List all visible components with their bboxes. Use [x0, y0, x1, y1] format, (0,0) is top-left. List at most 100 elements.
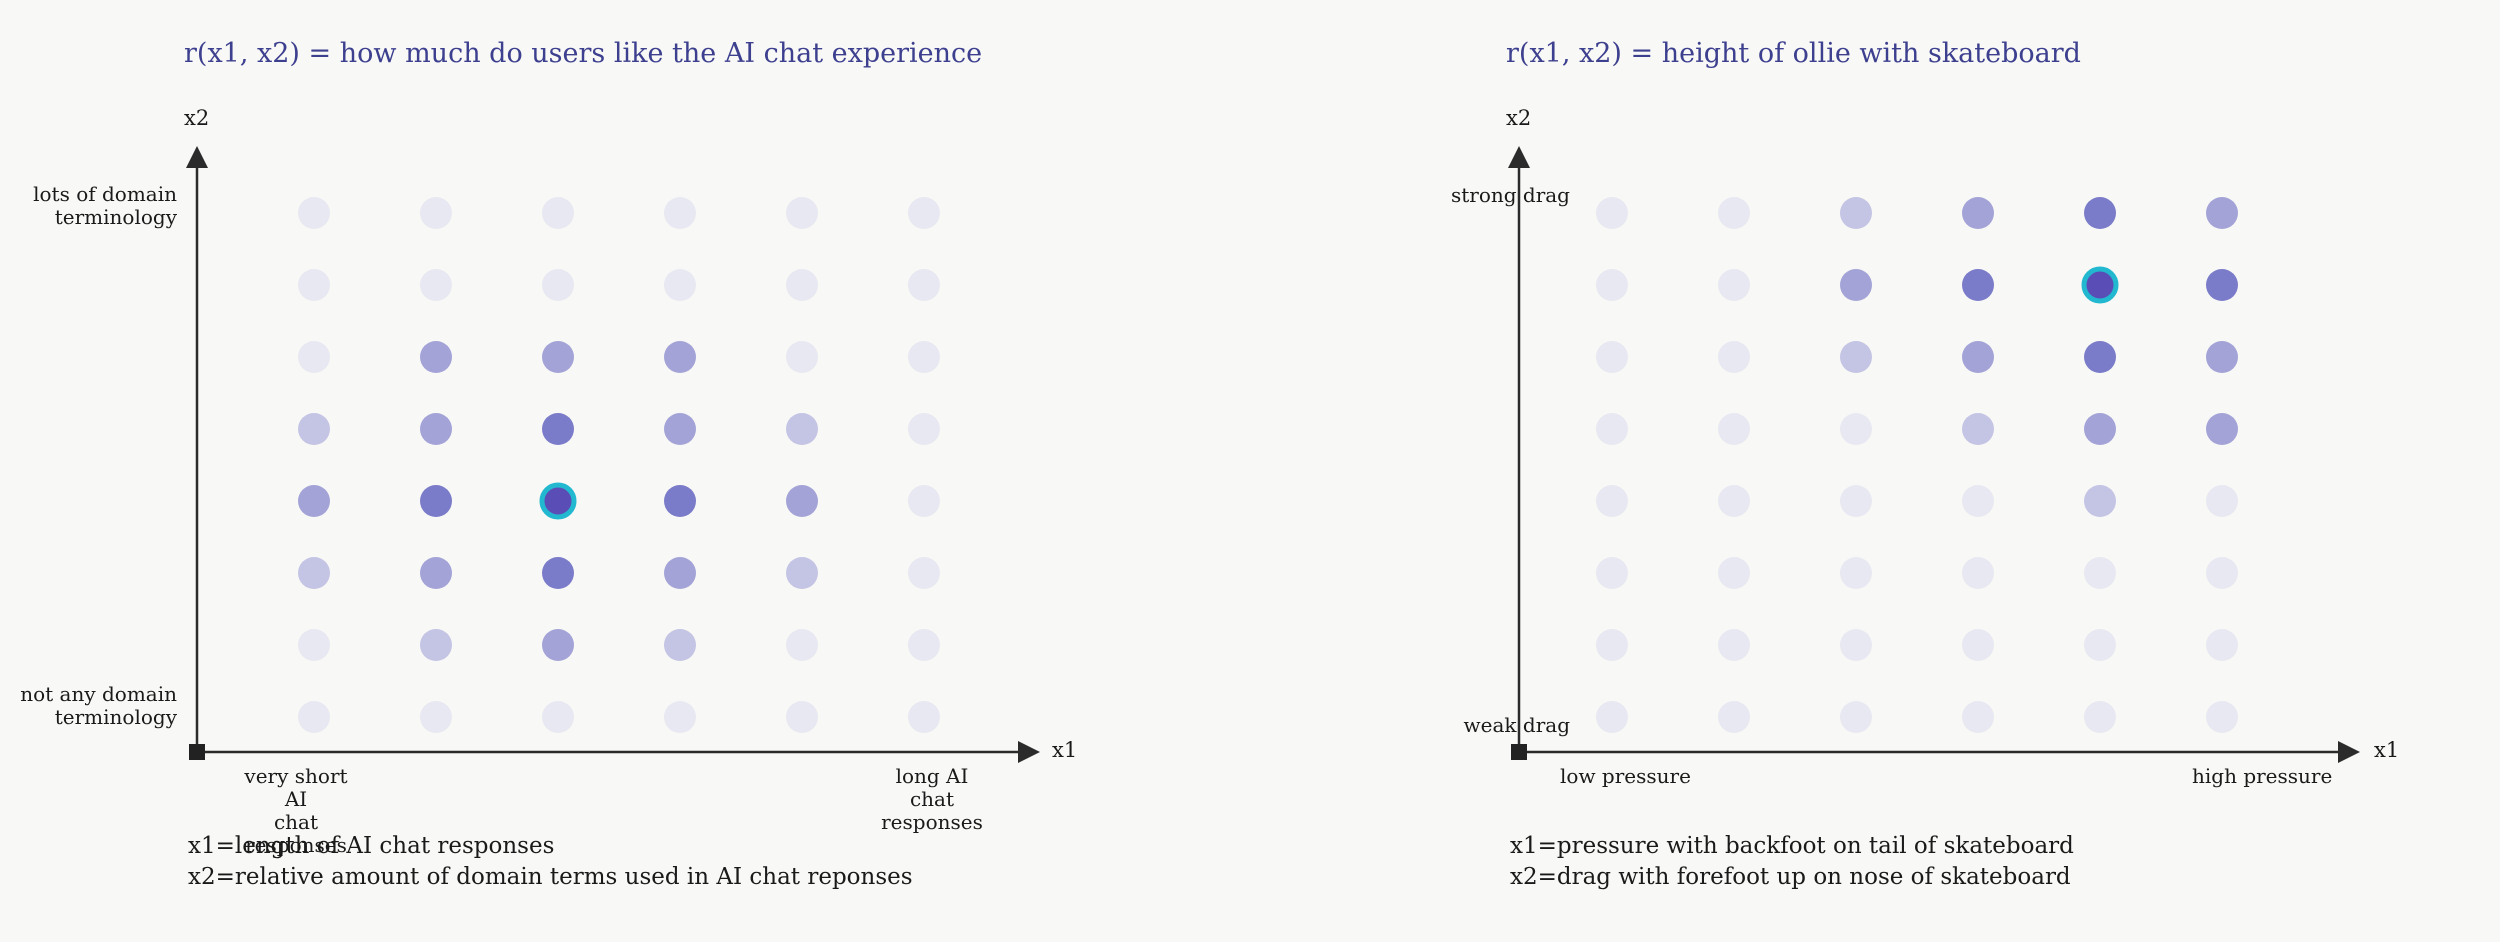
- definition-x1: x1=length of AI chat responses: [188, 833, 555, 859]
- grid-dot: [1840, 269, 1872, 301]
- grid-dot: [908, 269, 940, 301]
- grid-dot: [786, 557, 818, 589]
- grid-dot: [1840, 341, 1872, 373]
- grid-dot: [1962, 485, 1994, 517]
- grid-dot: [420, 197, 452, 229]
- definition-x2: x2=drag with forefoot up on nose of skat…: [1510, 864, 2071, 890]
- panel-ai-chat: r(x1, x2) = how much do users like the A…: [20, 38, 1077, 893]
- grid-dot: [664, 197, 696, 229]
- grid-dot: [2084, 629, 2116, 661]
- x-axis-name: x1: [2374, 738, 2400, 762]
- plot-area: [1508, 146, 2360, 763]
- y-axis-name: x2: [184, 106, 210, 130]
- x-axis-arrow: [2338, 741, 2360, 763]
- grid-dot: [1840, 557, 1872, 589]
- grid-dot: [542, 557, 574, 589]
- grid-dot: [1840, 413, 1872, 445]
- chart-title: r(x1, x2) = how much do users like the A…: [184, 38, 983, 69]
- grid-dot: [664, 485, 696, 517]
- grid-dot: [1962, 413, 1994, 445]
- highlighted-dot: [2081, 266, 2119, 304]
- grid-dot: [1596, 269, 1628, 301]
- grid-dot: [908, 341, 940, 373]
- y-bottom-label: weak drag: [1463, 713, 1570, 737]
- grid-dot: [908, 413, 940, 445]
- grid-dot: [664, 341, 696, 373]
- grid-dot: [664, 557, 696, 589]
- grid-dot: [298, 413, 330, 445]
- chart-title: r(x1, x2) = height of ollie with skatebo…: [1506, 38, 2081, 69]
- grid-dot: [2206, 341, 2238, 373]
- grid-dot: [298, 197, 330, 229]
- grid-dot: [664, 629, 696, 661]
- grid-dot: [298, 485, 330, 517]
- grid-dot: [542, 197, 574, 229]
- y-top-label: strong drag: [1450, 183, 1570, 207]
- grid-dot: [1718, 341, 1750, 373]
- origin-marker: [189, 744, 205, 760]
- grid-dot: [908, 197, 940, 229]
- grid-dot: [2206, 629, 2238, 661]
- dot-grid: [1596, 197, 2238, 733]
- definition-x1: x1=pressure with backfoot on tail of ska…: [1510, 833, 2074, 859]
- grid-dot: [664, 413, 696, 445]
- grid-dot: [2084, 341, 2116, 373]
- grid-dot: [2206, 485, 2238, 517]
- grid-dot: [1962, 341, 1994, 373]
- grid-dot: [298, 557, 330, 589]
- grid-dot: [2084, 197, 2116, 229]
- dot-grid: [298, 197, 940, 733]
- grid-dot: [542, 413, 574, 445]
- grid-dot: [420, 629, 452, 661]
- grid-dot: [2084, 701, 2116, 733]
- grid-dot: [1718, 701, 1750, 733]
- grid-dot: [542, 701, 574, 733]
- axes: [1508, 146, 2360, 763]
- grid-dot: [1718, 629, 1750, 661]
- grid-dot: [1596, 557, 1628, 589]
- grid-dot: [420, 557, 452, 589]
- plot-area: [186, 146, 1040, 763]
- x-right-label: long AI chat responses: [881, 764, 983, 834]
- grid-dot: [1718, 557, 1750, 589]
- grid-dot: [786, 629, 818, 661]
- grid-dot: [420, 485, 452, 517]
- grid-dot: [908, 485, 940, 517]
- highlighted-dot: [539, 482, 577, 520]
- y-axis-name: x2: [1506, 106, 1532, 130]
- grid-dot: [1596, 197, 1628, 229]
- grid-dot: [2206, 197, 2238, 229]
- x-axis-arrow: [1018, 741, 1040, 763]
- grid-dot: [1840, 197, 1872, 229]
- grid-dot: [2206, 557, 2238, 589]
- grid-dot: [2084, 413, 2116, 445]
- grid-dot: [664, 701, 696, 733]
- variable-definitions: x1=length of AI chat responses x2=relati…: [188, 831, 913, 893]
- x-right-label: high pressure: [2192, 764, 2333, 788]
- grid-dot: [1962, 197, 1994, 229]
- grid-dot: [1718, 197, 1750, 229]
- grid-dot: [664, 269, 696, 301]
- grid-dot: [2084, 485, 2116, 517]
- grid-dot: [420, 701, 452, 733]
- origin-marker: [1511, 744, 1527, 760]
- y-axis-arrow: [186, 146, 208, 168]
- axes: [186, 146, 1040, 763]
- grid-dot: [1718, 269, 1750, 301]
- x-left-label: very short AI chat responses: [244, 764, 348, 857]
- grid-dot: [420, 269, 452, 301]
- grid-dot: [908, 629, 940, 661]
- grid-dot: [786, 485, 818, 517]
- grid-dot: [1840, 701, 1872, 733]
- grid-dot: [2206, 413, 2238, 445]
- panel-skateboard: r(x1, x2) = height of ollie with skatebo…: [1320, 0, 2500, 942]
- x-left-label: low pressure: [1560, 764, 1691, 788]
- y-axis-arrow: [1508, 146, 1530, 168]
- grid-dot: [2206, 701, 2238, 733]
- y-bottom-label: not any domain terminology: [20, 682, 177, 729]
- grid-dot: [786, 269, 818, 301]
- grid-dot: [908, 701, 940, 733]
- grid-dot: [420, 341, 452, 373]
- grid-dot: [1962, 269, 1994, 301]
